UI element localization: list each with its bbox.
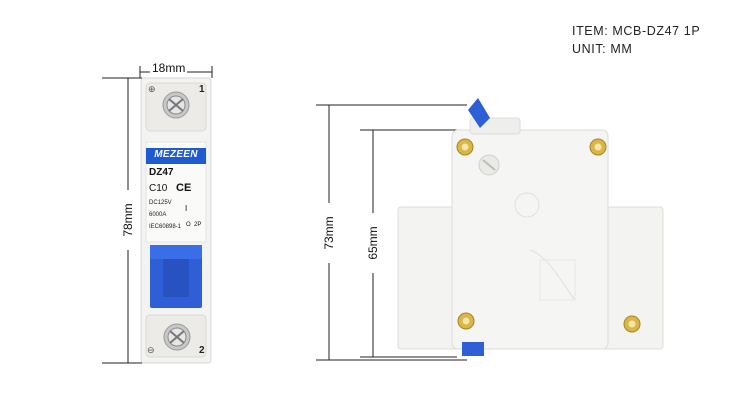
item-label: ITEM: [572, 24, 609, 38]
breaker-front [140, 77, 212, 364]
width-dimension-label: 18mm [150, 61, 188, 75]
item-spec: ITEM: MCB-DZ47 1P [572, 24, 700, 38]
item-value: MCB-DZ47 1P [612, 24, 701, 38]
switch-suffix-label: 2P [194, 222, 202, 228]
front-height-label: 78mm [121, 190, 135, 250]
voltage-label: DC125V [149, 200, 172, 206]
side-total-height-label: 73mm [322, 203, 336, 263]
minus-terminal-icon: ⊖ [147, 345, 155, 355]
capacity-label: 6000A [149, 212, 167, 218]
breaker-side [397, 98, 664, 356]
plus-terminal-icon: ⊕ [148, 84, 156, 94]
unit-value: MM [610, 42, 633, 56]
side-body-height-label: 65mm [366, 213, 380, 273]
terminal-top-label: 1 [199, 84, 205, 95]
unit-spec: UNIT: MM [572, 42, 632, 56]
switch-on-label: I [185, 204, 188, 213]
terminal-bottom-label: 2 [199, 345, 205, 356]
gold-screw-icon [456, 138, 641, 333]
model-label: DZ47 [149, 167, 174, 178]
ce-mark: CE [176, 182, 192, 194]
rating-label: C10 [149, 183, 168, 194]
switch-off-label: O [186, 222, 191, 228]
unit-label: UNIT: [572, 42, 607, 56]
brand-logo: MEZEEN [154, 149, 198, 160]
standard-label: IEC60898-1 [149, 224, 182, 230]
